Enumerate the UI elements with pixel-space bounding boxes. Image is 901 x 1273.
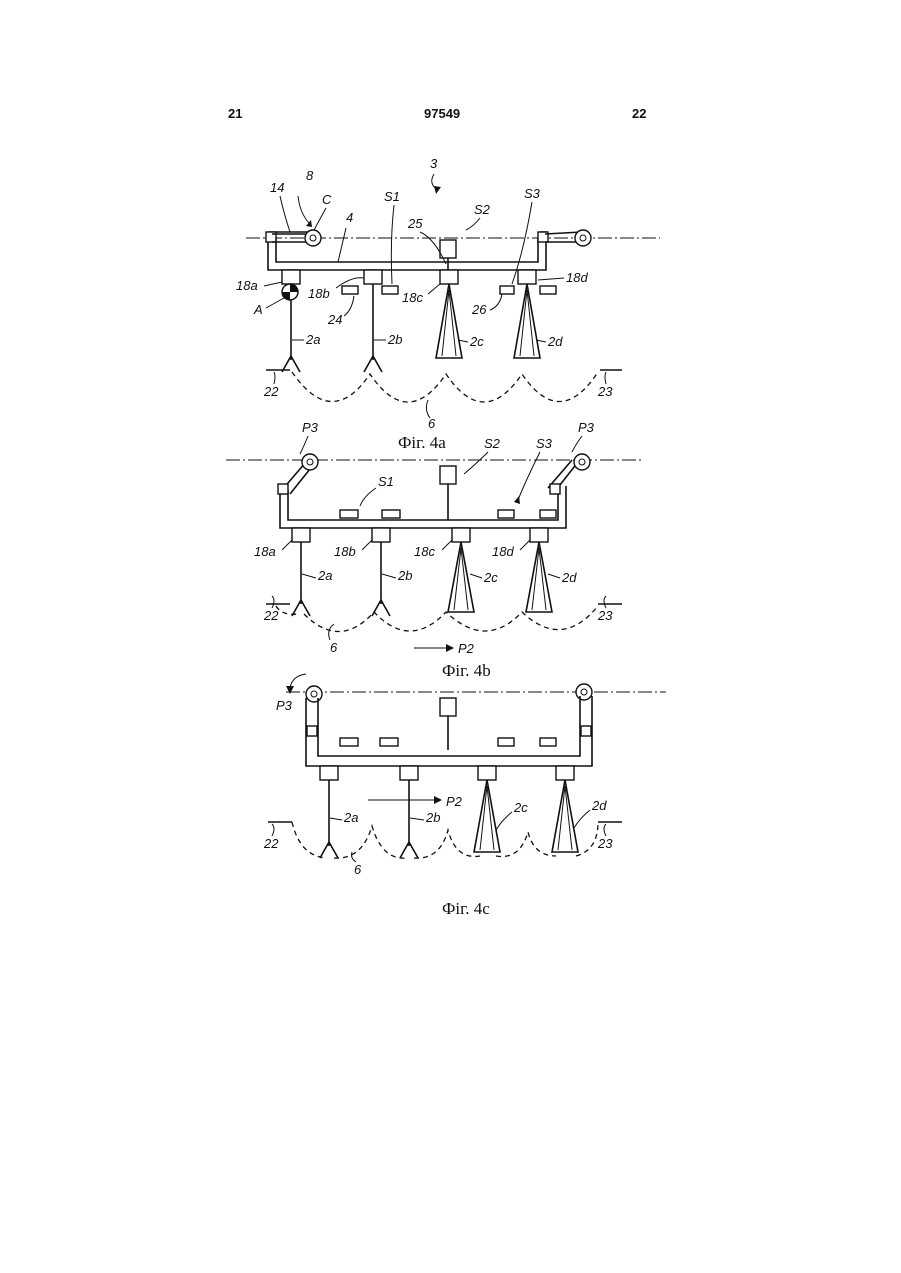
label-2c: 2c xyxy=(483,570,498,585)
label-23: 23 xyxy=(597,384,613,399)
label-22: 22 xyxy=(263,608,279,623)
label-18d: 18d xyxy=(492,544,514,559)
label-26: 26 xyxy=(471,302,487,317)
label-S1: S1 xyxy=(384,189,400,204)
label-18c: 18c xyxy=(402,290,423,305)
label-P3-left: P3 xyxy=(302,420,319,435)
label-25: 25 xyxy=(407,216,423,231)
label-22: 22 xyxy=(263,384,279,399)
label-S2: S2 xyxy=(474,202,491,217)
label-C: C xyxy=(322,192,332,207)
label-2a: 2a xyxy=(343,810,358,825)
caption-fig-4a: Фіг. 4а xyxy=(398,433,446,452)
label-2d: 2d xyxy=(547,334,563,349)
label-S2: S2 xyxy=(484,436,501,451)
label-18a: 18a xyxy=(254,544,276,559)
label-A: A xyxy=(253,302,263,317)
label-14: 14 xyxy=(270,180,284,195)
label-2b: 2b xyxy=(425,810,440,825)
label-8: 8 xyxy=(306,168,314,183)
caption-fig-4b: Фіг. 4b xyxy=(442,661,491,680)
label-18d: 18d xyxy=(566,270,588,285)
label-4: 4 xyxy=(346,210,353,225)
label-6: 6 xyxy=(330,640,338,655)
label-P2: P2 xyxy=(458,641,475,656)
label-2a: 2a xyxy=(305,332,320,347)
label-18c: 18c xyxy=(414,544,435,559)
label-2b: 2b xyxy=(397,568,412,583)
label-22: 22 xyxy=(263,836,279,851)
label-2d: 2d xyxy=(561,570,577,585)
label-2a: 2a xyxy=(317,568,332,583)
figure-4c: P3 P2 2a 2b 2c 2d 22 23 6 Фіг. 4с xyxy=(263,674,666,918)
label-23: 23 xyxy=(597,608,613,623)
label-3: 3 xyxy=(430,156,438,171)
label-18b: 18b xyxy=(334,544,356,559)
caption-fig-4c: Фіг. 4с xyxy=(442,899,490,918)
label-6: 6 xyxy=(354,862,362,877)
label-24: 24 xyxy=(327,312,342,327)
label-S3: S3 xyxy=(524,186,541,201)
label-S1: S1 xyxy=(378,474,394,489)
label-P3: P3 xyxy=(276,698,293,713)
label-6: 6 xyxy=(428,416,436,431)
label-2c: 2c xyxy=(469,334,484,349)
figure-4a: 3 8 14 C 4 S1 S2 S3 25 18a A 18b 24 18c … xyxy=(236,156,660,452)
label-2d: 2d xyxy=(591,798,607,813)
label-P2: P2 xyxy=(446,794,463,809)
label-18b: 18b xyxy=(308,286,330,301)
label-2b: 2b xyxy=(387,332,402,347)
figure-4b: P3 P3 S2 S3 S1 18a 18b 18c 18d 2a 2b 2c … xyxy=(226,420,644,680)
label-23: 23 xyxy=(597,836,613,851)
label-2c: 2c xyxy=(513,800,528,815)
label-P3-right: P3 xyxy=(578,420,595,435)
label-18a: 18a xyxy=(236,278,258,293)
label-S3: S3 xyxy=(536,436,553,451)
